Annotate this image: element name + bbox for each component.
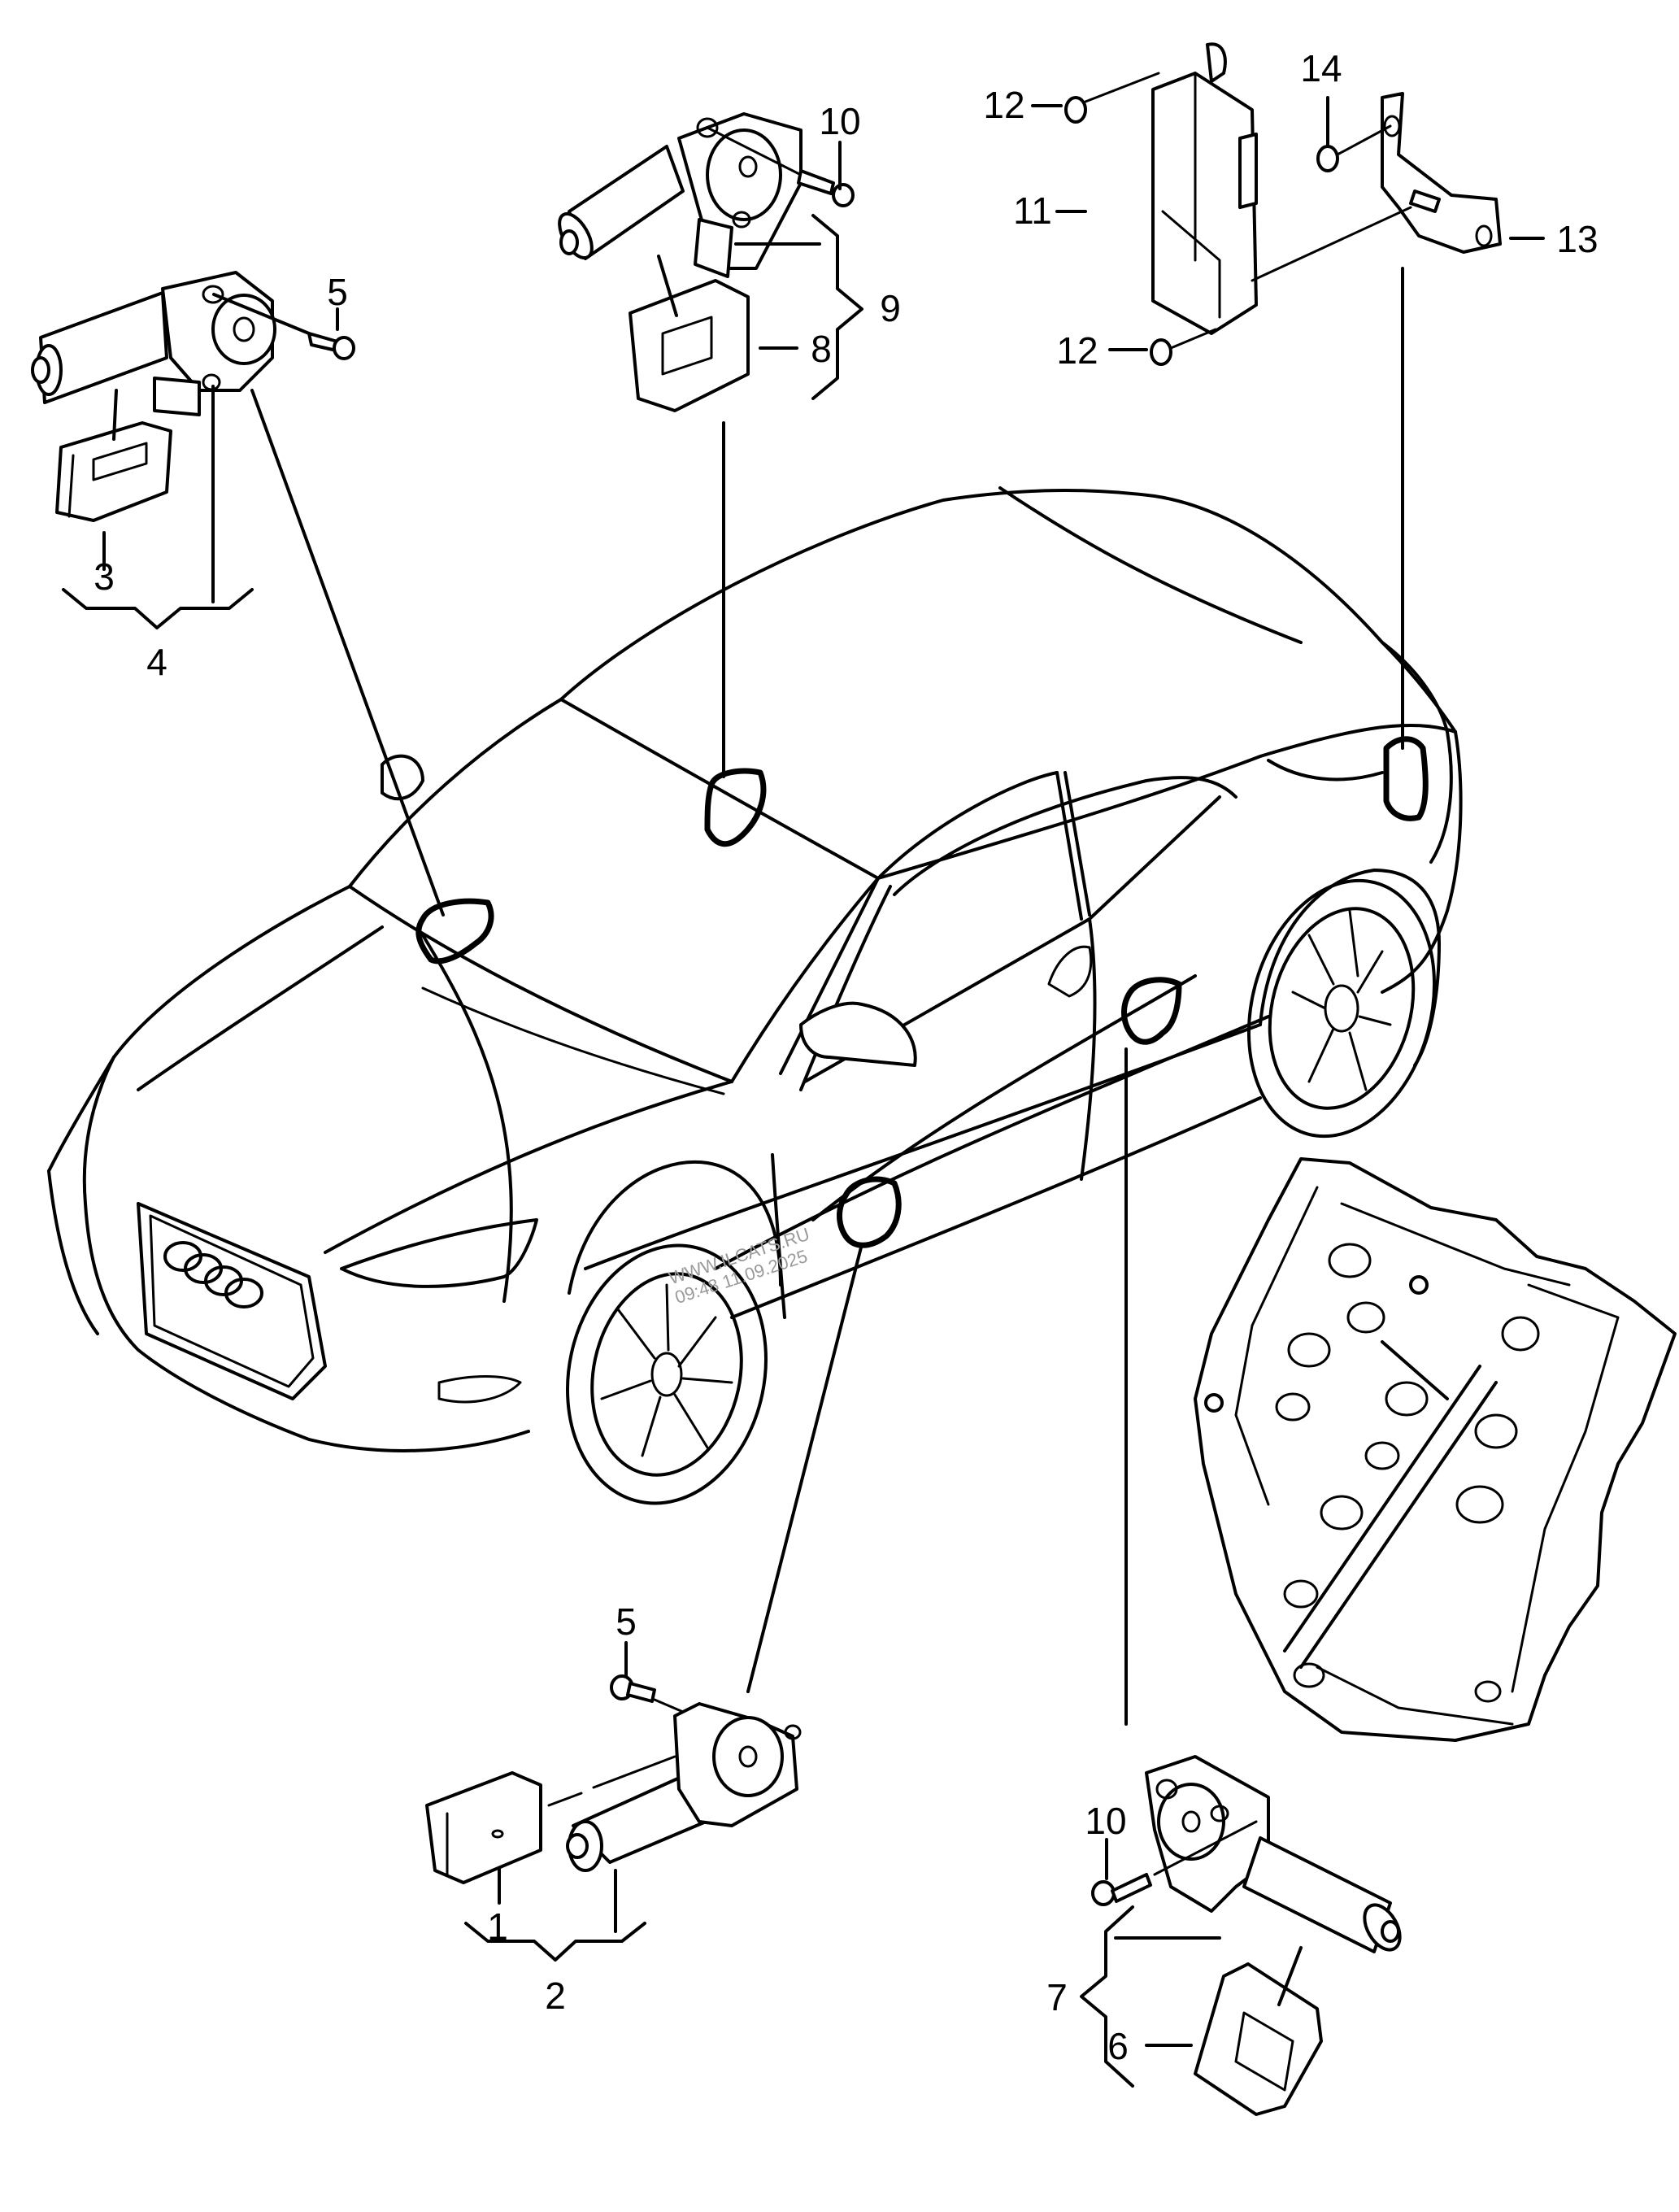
- car-body: [47, 486, 1463, 1505]
- callout-3: 3: [94, 555, 115, 598]
- motor-assembly-7: [1080, 1755, 1402, 2116]
- callout-7: 7: [1046, 1976, 1068, 2018]
- callout-2: 2: [545, 1975, 566, 2017]
- central-control-unit-group: [1031, 42, 1545, 366]
- callout-12-lower: 12: [1056, 329, 1098, 372]
- motor-assembly-9: [558, 112, 863, 412]
- motor-assembly-4: [31, 271, 355, 629]
- location-rear-door: [1121, 977, 1182, 1045]
- callout-1: 1: [487, 1905, 508, 1948]
- callout-8: 8: [811, 328, 832, 370]
- callout-labels: 3 4 5 10 8 9 12 11 12 14 13 5 1 2 10 7 6: [94, 47, 1598, 2067]
- callout-12-upper: 12: [983, 84, 1024, 126]
- callout-10-upper: 10: [819, 100, 860, 142]
- callout-13: 13: [1556, 218, 1598, 260]
- callout-9: 9: [880, 287, 901, 329]
- callout-14: 14: [1300, 47, 1342, 89]
- location-rear-right: [1383, 736, 1429, 821]
- leader-lines: [250, 267, 1404, 1726]
- location-front-right-upper: [704, 768, 767, 847]
- watermark: WWW.ILCATS.RU 09:48 11.09.2025: [666, 1224, 811, 1308]
- motor-assembly-2: [425, 1641, 802, 1962]
- location-front-door: [837, 1176, 902, 1248]
- callout-5-lower: 5: [615, 1600, 637, 1643]
- callout-4: 4: [146, 641, 167, 683]
- callout-10-lower: 10: [1085, 1800, 1126, 1842]
- location-front-left: [415, 898, 494, 964]
- window-regulator-panel: [1194, 1157, 1677, 1742]
- callout-5-upper: 5: [327, 271, 348, 313]
- callout-6: 6: [1107, 2025, 1129, 2067]
- callout-11: 11: [1013, 189, 1052, 232]
